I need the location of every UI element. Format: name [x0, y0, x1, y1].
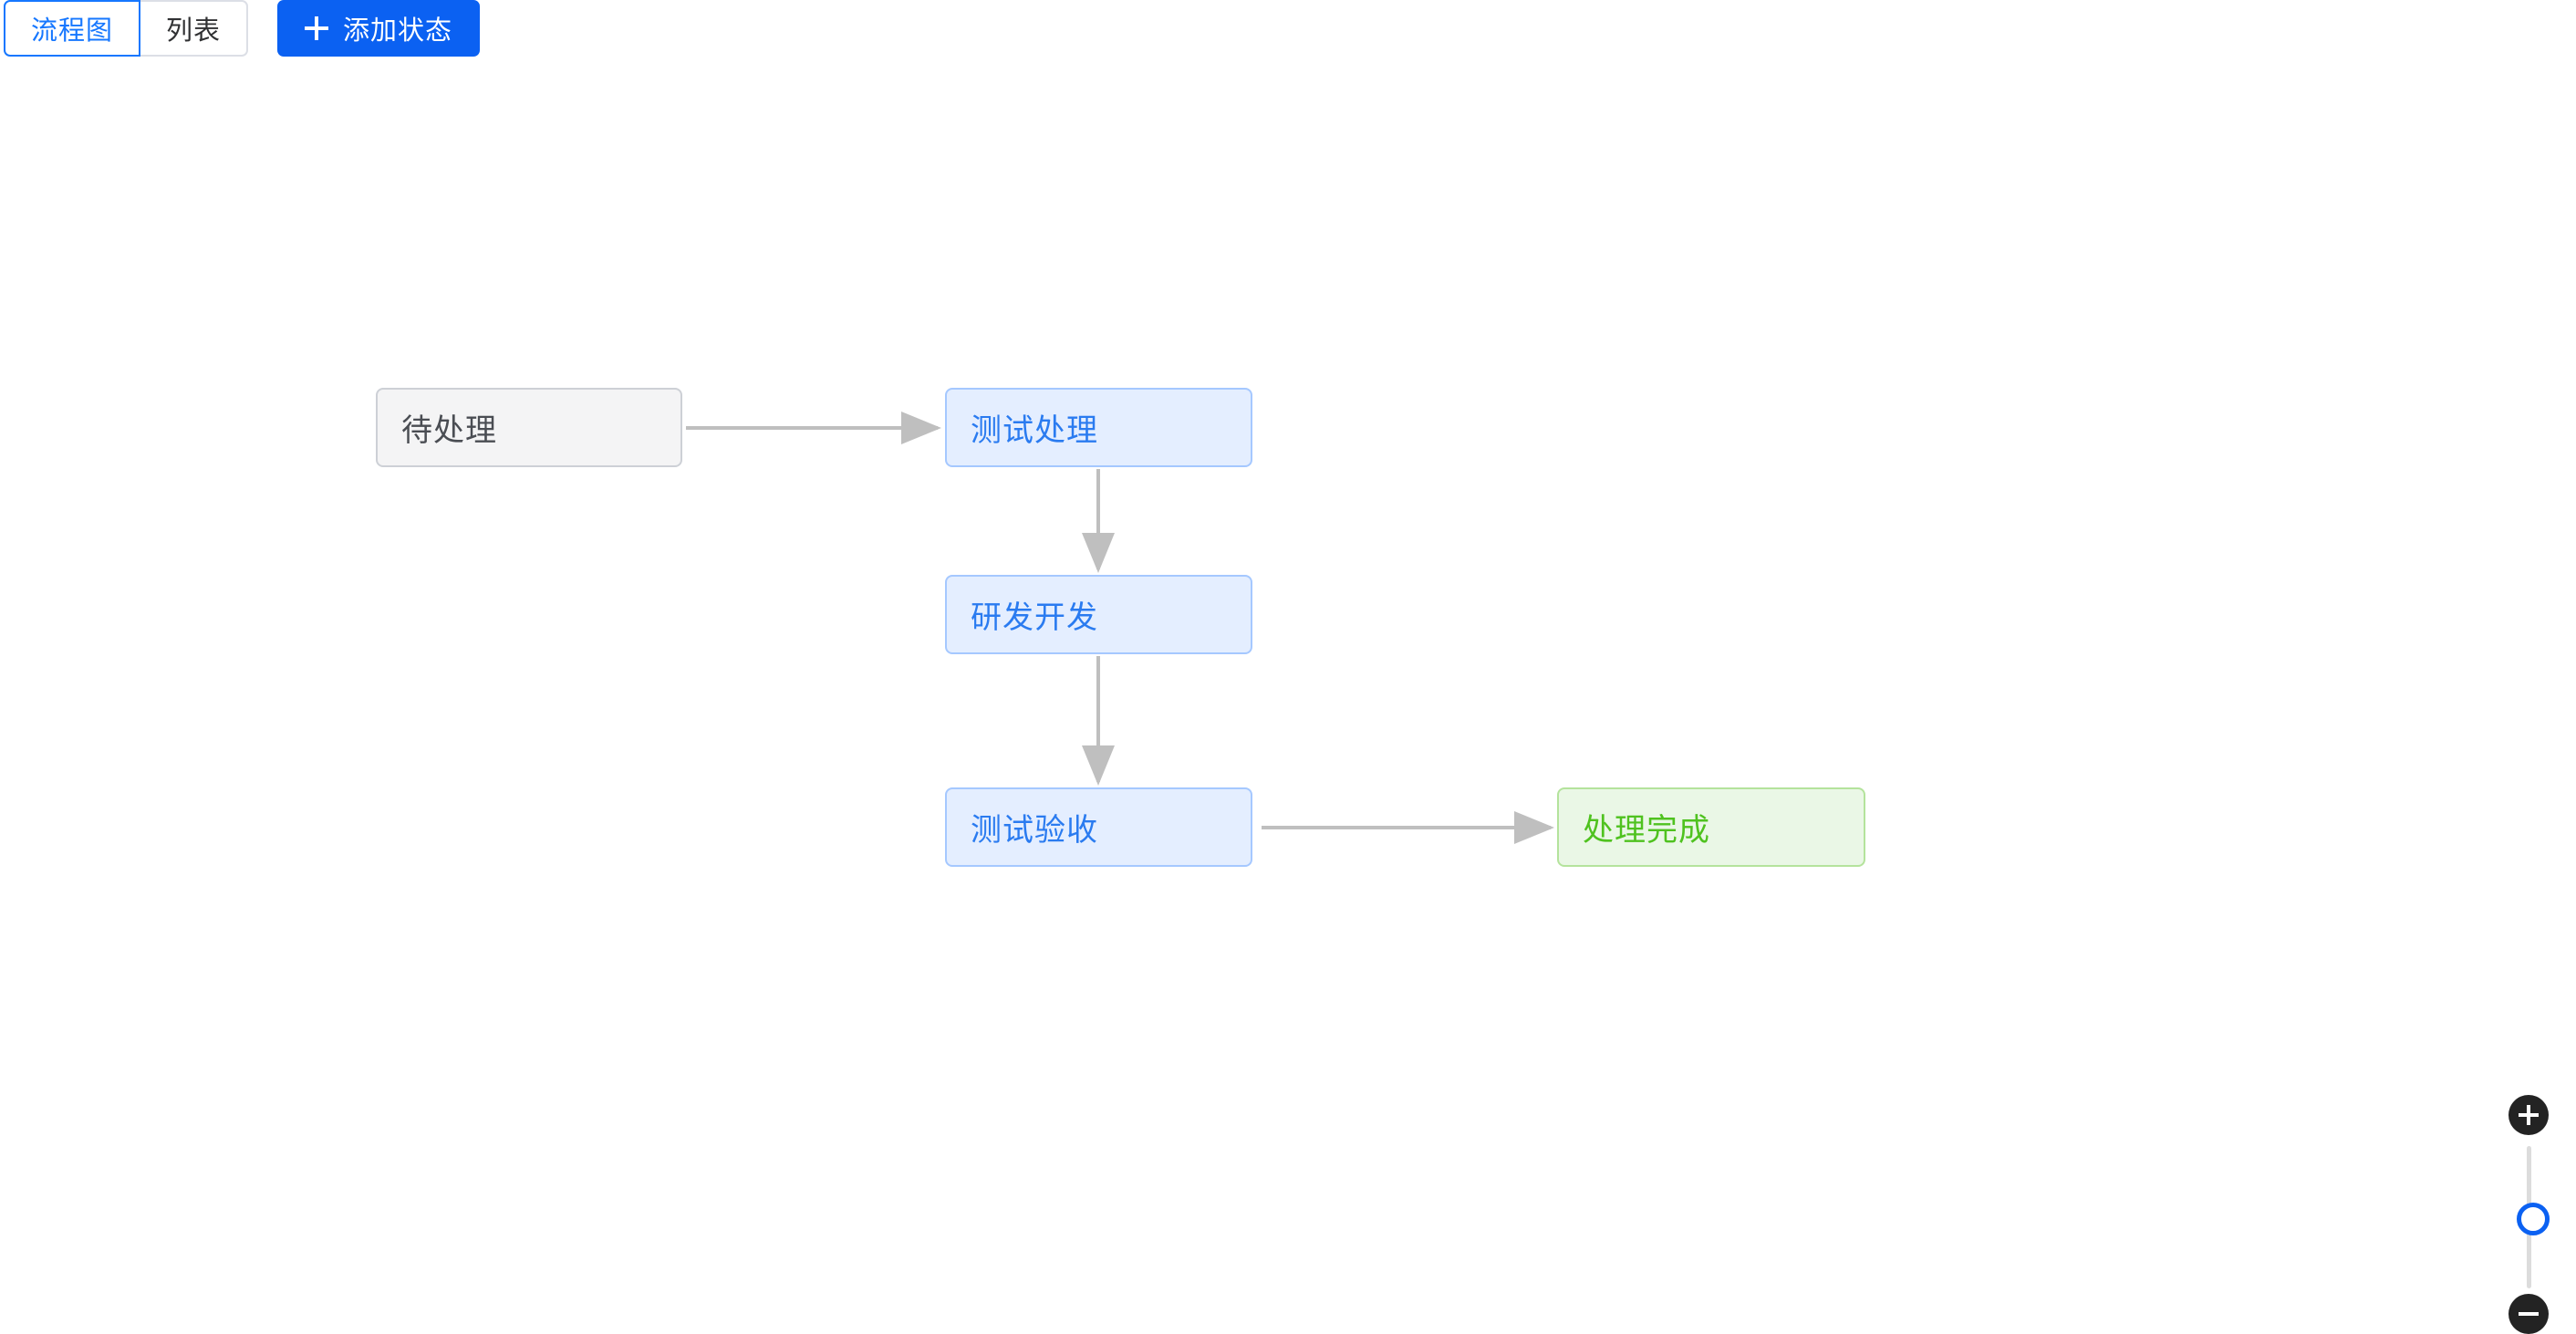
flow-node-label: 处理完成 [1583, 813, 1710, 848]
zoom-in-button[interactable] [2508, 1095, 2549, 1135]
flow-edges [686, 412, 1554, 844]
zoom-control [2503, 1095, 2554, 1334]
zoom-slider-handle[interactable] [2517, 1203, 2550, 1235]
tab-flowchart[interactable]: 流程图 [4, 0, 141, 57]
flow-node-label: 测试处理 [971, 413, 1098, 448]
flow-node-develop[interactable]: 研发开发 [945, 575, 1252, 654]
flow-node-accept[interactable]: 测试验收 [945, 787, 1252, 867]
minus-icon [2519, 1312, 2539, 1316]
flow-node-testing[interactable]: 测试处理 [945, 388, 1252, 467]
flow-node-done[interactable]: 处理完成 [1557, 787, 1865, 867]
plus-icon-vertical [2527, 1105, 2530, 1125]
add-status-button[interactable]: 添加状态 [277, 0, 481, 57]
flow-node-label: 待处理 [401, 413, 497, 448]
view-mode-tabs: 流程图 列表 [4, 0, 249, 57]
plus-icon [305, 16, 329, 40]
tab-list[interactable]: 列表 [140, 0, 249, 57]
flow-node-label: 测试验收 [971, 813, 1098, 848]
toolbar: 流程图 列表 添加状态 [0, 0, 481, 58]
flow-node-label: 研发开发 [971, 600, 1098, 635]
add-status-label: 添加状态 [343, 16, 453, 46]
zoom-out-button[interactable] [2508, 1294, 2549, 1334]
flow-node-pending[interactable]: 待处理 [376, 388, 682, 467]
flowchart-canvas[interactable]: 待处理 测试处理 研发开发 测试验收 处理完成 [0, 58, 2576, 1334]
